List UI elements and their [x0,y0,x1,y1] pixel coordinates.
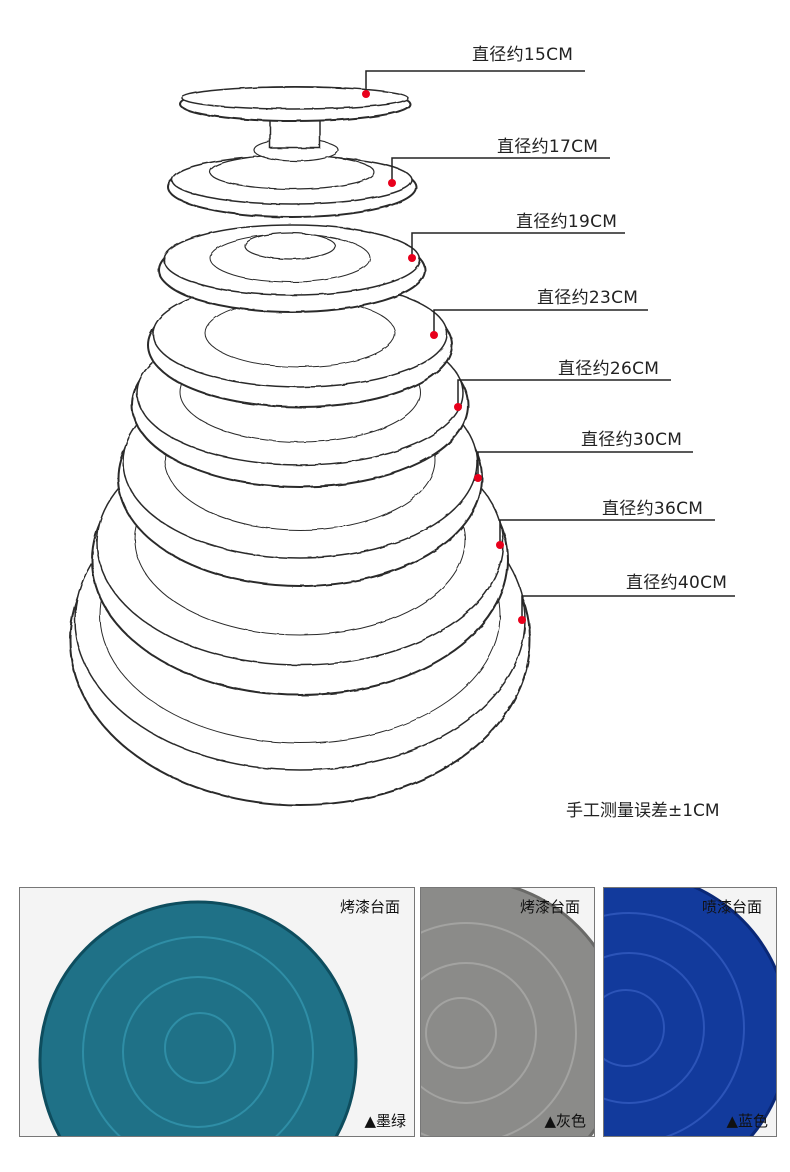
callout-leader-line [365,70,585,94]
size-label: 直径约40CM [626,573,728,593]
size-label: 直径约19CM [516,212,618,232]
size-marker-dot [408,254,416,262]
callout-leader-line [499,519,715,545]
color-name-label: ▲蓝色 [726,1112,768,1130]
callout-leader-line [391,157,610,183]
callout-leader-line [521,595,735,620]
color-swatch-blue: 喷漆台面 ▲蓝色 [603,887,777,1137]
color-name-label: ▲灰色 [544,1112,586,1130]
size-label: 直径约17CM [497,137,599,157]
size-label: 直径约36CM [602,499,704,519]
plate-15cm [179,86,411,149]
size-marker-dot [362,90,370,98]
finish-label: 烤漆台面 [519,898,580,916]
callout-leader-line [433,309,648,335]
finish-label: 烤漆台面 [339,898,400,916]
size-marker-dot [454,403,462,411]
color-swatch-dark-green: 烤漆台面 ▲墨绿 [19,887,415,1137]
size-marker-dot [388,179,396,187]
measurement-note: 手工测量误差±1CM [566,801,720,821]
plate-17cm [167,138,417,218]
size-marker-dot [430,331,438,339]
color-swatch-gray: 烤漆台面 ▲灰色 [420,887,595,1137]
callout-leader-line [477,451,693,478]
finish-label: 喷漆台面 [701,898,762,916]
size-label: 直径约23CM [537,288,639,308]
size-label: 直径约15CM [472,45,574,65]
size-marker-dot [496,541,504,549]
callout-leader-line [457,379,671,407]
size-marker-dot [474,474,482,482]
size-label: 直径约30CM [581,430,683,450]
callout-leader-line [411,232,625,258]
dark-green-plate-image [20,888,414,1136]
blue-plate-image [604,888,776,1136]
size-marker-dot [518,616,526,624]
turntable-stack-illustration [69,70,735,806]
plate-19cm [158,224,426,313]
gray-plate-image [421,888,594,1136]
size-label: 直径约26CM [558,359,660,379]
color-name-label: ▲墨绿 [364,1112,406,1130]
